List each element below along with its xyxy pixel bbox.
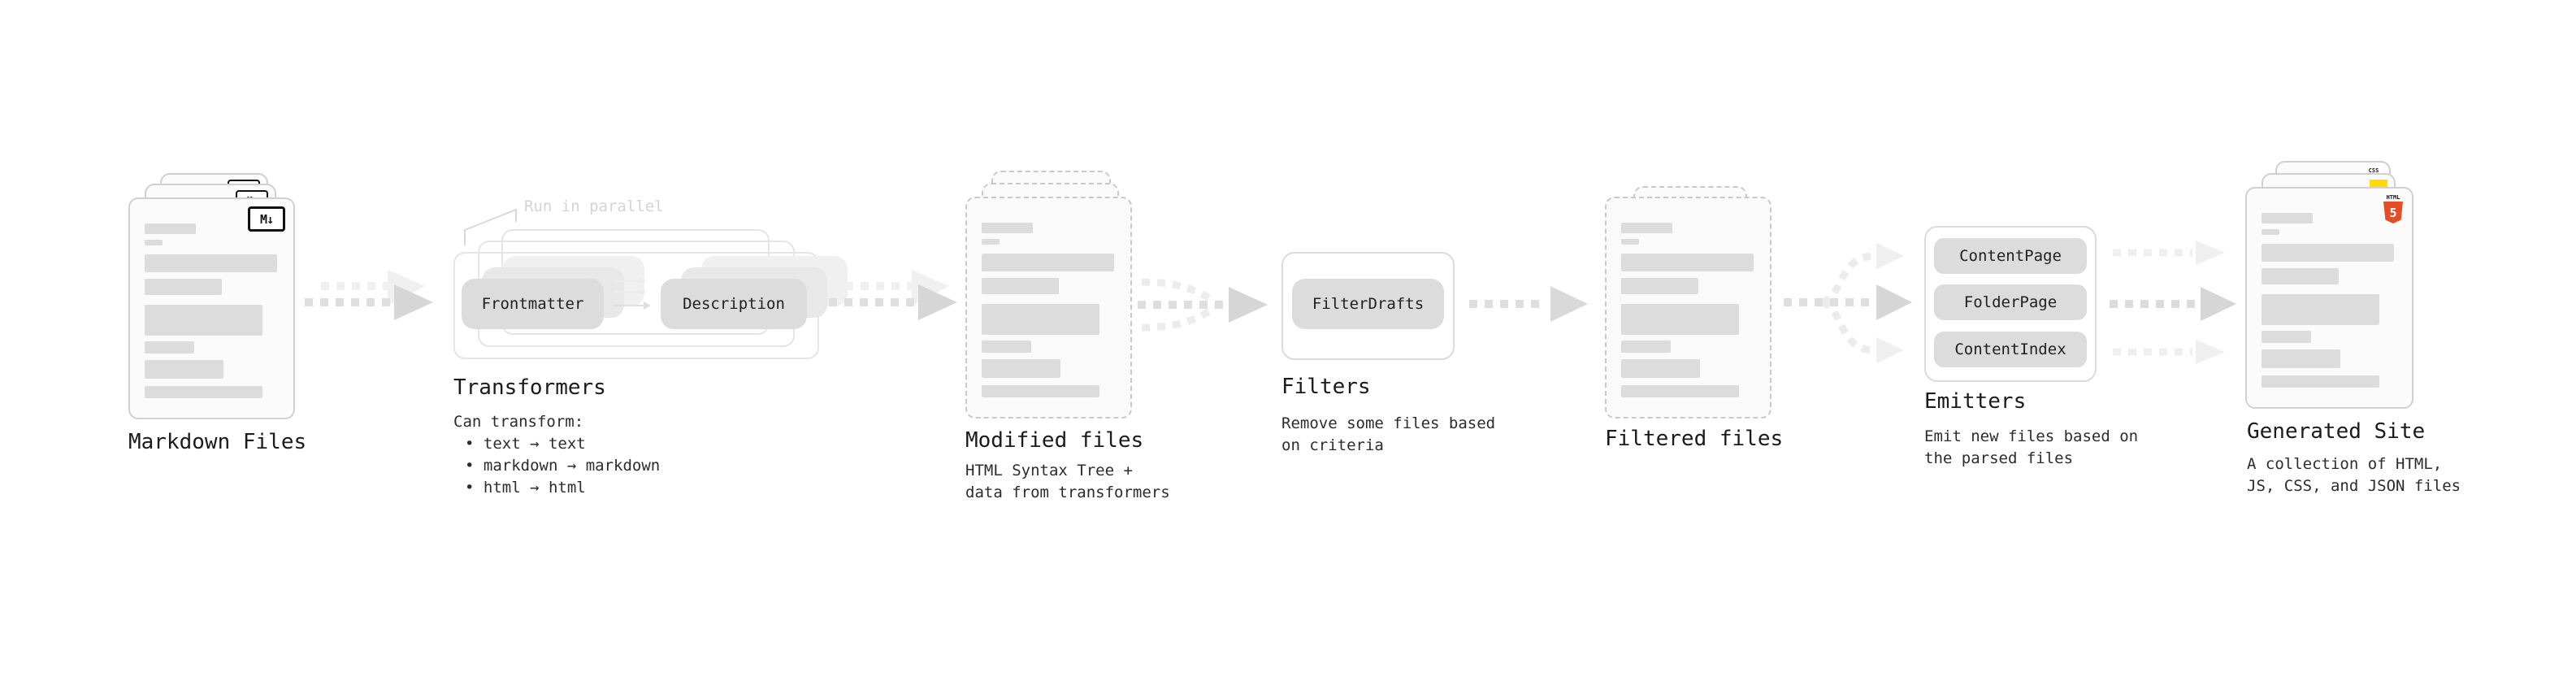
doc-skeleton-bar	[982, 359, 1060, 378]
arrow-transformers-to-modified	[829, 270, 957, 320]
doc-skeleton-bar	[2262, 244, 2394, 262]
modified-file-front	[965, 197, 1132, 419]
doc-skeleton-bar	[145, 341, 194, 354]
arrows-emitters-to-site	[2110, 241, 2236, 364]
filters-desc-2: on criteria	[1281, 436, 1384, 454]
doc-skeleton-bar	[145, 223, 196, 234]
doc-skeleton-bar	[1621, 340, 1671, 353]
transformers-bullet-2: • markdown → markdown	[465, 457, 661, 475]
callout-leader-line	[464, 208, 517, 245]
doc-skeleton-bar	[1621, 304, 1739, 335]
arrow-filtered-to-emitters-fork	[1784, 243, 1912, 363]
doc-skeleton-bar	[1621, 385, 1739, 397]
doc-skeleton-bar	[2262, 349, 2340, 368]
arrow-modified-to-filters-merge	[1138, 278, 1268, 332]
doc-skeleton-bar	[2262, 213, 2313, 223]
transformers-bullet-3: • html → html	[465, 479, 586, 497]
doc-skeleton-bar	[145, 386, 262, 398]
description-pill: Description	[661, 279, 807, 329]
emitters-label: Emitters	[1924, 389, 2027, 414]
arrow-markdown-to-transformers	[305, 270, 433, 320]
doc-skeleton-bar	[982, 223, 1033, 233]
doc-skeleton-bar	[1621, 223, 1672, 233]
markdown-files-label: Markdown Files	[128, 430, 307, 454]
run-in-parallel-callout: Run in parallel	[524, 197, 664, 215]
modified-files-desc-1: HTML Syntax Tree +	[965, 462, 1133, 479]
filters-desc-1: Remove some files based	[1281, 414, 1496, 432]
emitters-desc-1: Emit new files based on	[1924, 427, 2139, 445]
doc-skeleton-bar	[145, 240, 163, 245]
doc-skeleton-bar	[982, 239, 1000, 245]
doc-skeleton-bar	[2262, 268, 2339, 284]
generated-site-label: Generated Site	[2247, 419, 2426, 444]
doc-skeleton-bar	[1621, 254, 1754, 271]
doc-skeleton-bar	[1621, 359, 1700, 378]
folderpage-pill: FolderPage	[1934, 284, 2087, 320]
filtered-file-front	[1605, 197, 1772, 419]
parallel-arrows-icon	[614, 278, 651, 310]
doc-skeleton-bar	[2262, 331, 2311, 343]
doc-skeleton-bar	[145, 279, 222, 295]
doc-skeleton-bar	[2262, 229, 2279, 235]
filters-label: Filters	[1281, 375, 1371, 399]
doc-skeleton-bar	[982, 385, 1099, 397]
doc-skeleton-bar	[982, 254, 1114, 271]
transformers-desc-title: Can transform:	[453, 413, 584, 431]
transformers-bullet-1: • text → text	[465, 435, 586, 453]
contentindex-pill: ContentIndex	[1934, 332, 2087, 367]
doc-skeleton-bar	[145, 360, 223, 379]
doc-skeleton-bar	[982, 278, 1059, 294]
markdown-icon: M↓	[248, 206, 285, 232]
frontmatter-pill: Frontmatter	[462, 279, 604, 329]
modified-files-label: Modified files	[965, 428, 1144, 453]
html5-icon: HTML 5	[2383, 194, 2404, 223]
html5-icon-label: HTML	[2386, 194, 2400, 201]
filterdrafts-pill: FilterDrafts	[1292, 279, 1444, 329]
doc-skeleton-bar	[982, 304, 1099, 335]
arrow-filters-to-filtered	[1469, 286, 1588, 322]
doc-skeleton-bar	[145, 305, 262, 336]
generated-site-desc-2: JS, CSS, and JSON files	[2247, 477, 2461, 495]
emitters-desc-2: the parsed files	[1924, 449, 2074, 467]
doc-skeleton-bar	[1621, 278, 1698, 294]
doc-skeleton-bar	[982, 340, 1031, 353]
contentpage-pill: ContentPage	[1934, 238, 2087, 274]
transformers-label: Transformers	[453, 375, 606, 400]
generated-file-html: HTML 5	[2245, 187, 2413, 409]
html5-icon-shield: 5	[2383, 202, 2403, 223]
doc-skeleton-bar	[2262, 375, 2379, 388]
markdown-file-front: M↓	[128, 197, 295, 419]
filtered-files-label: Filtered files	[1605, 427, 1784, 451]
modified-files-desc-2: data from transformers	[965, 484, 1170, 501]
doc-skeleton-bar	[1621, 239, 1639, 245]
doc-skeleton-bar	[145, 254, 277, 272]
doc-skeleton-bar	[2262, 294, 2379, 325]
generated-site-desc-1: A collection of HTML,	[2247, 455, 2443, 473]
